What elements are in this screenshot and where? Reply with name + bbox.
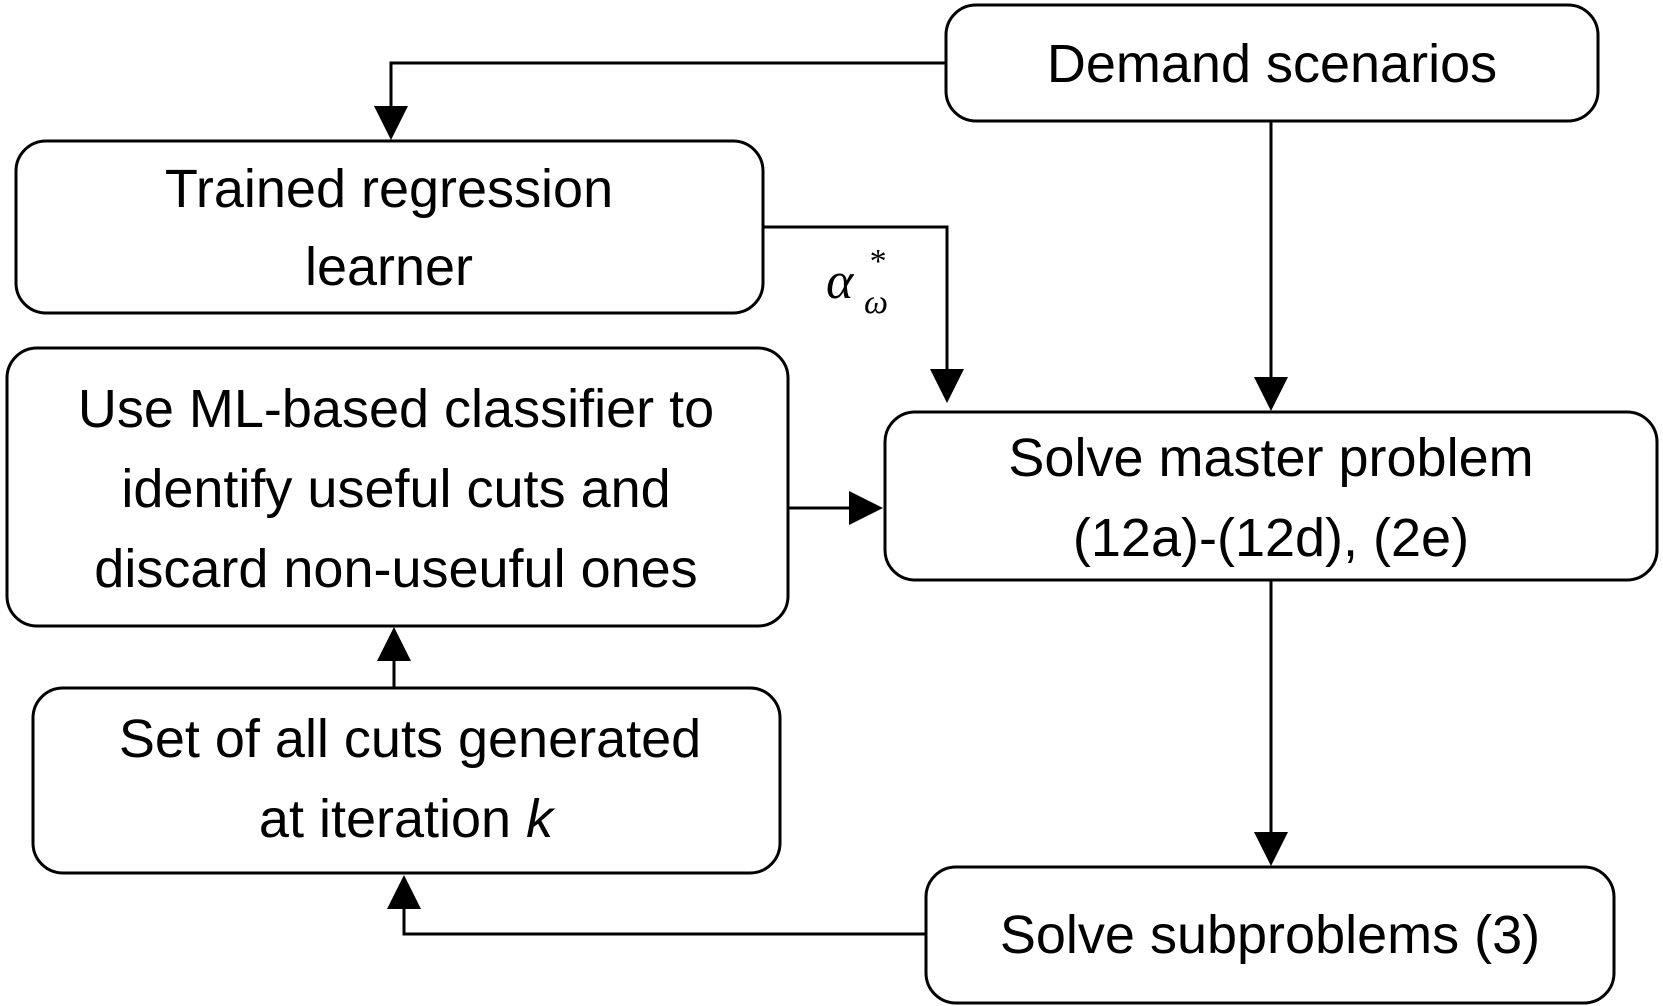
arrowhead-cuts-to-classifier <box>377 627 411 661</box>
node-solve-master-problem: Solve master problem (12a)-(12d), (2e) <box>883 410 1659 582</box>
node-solve-subproblems: Solve subproblems (3) <box>924 865 1616 1005</box>
node-ml-classifier: Use ML-based classifier to identify usef… <box>5 346 790 628</box>
edges <box>374 61 1288 936</box>
node-box <box>5 346 790 628</box>
node-box <box>883 410 1659 582</box>
node-label-line: Solve master problem <box>1008 428 1533 488</box>
edge-subproblems-to-cuts <box>402 908 926 936</box>
omega-subscript: ω <box>864 284 888 321</box>
node-box <box>944 3 1600 123</box>
arrowhead-classifier-to-master <box>849 491 883 525</box>
node-box <box>31 686 782 875</box>
node-label-line: identify useful cuts and <box>121 459 670 519</box>
node-box <box>924 865 1616 1005</box>
iteration-variable: k <box>526 789 556 849</box>
node-label-line: Use ML-based classifier to <box>78 379 714 439</box>
node-label-line: discard non-useuful ones <box>94 539 697 599</box>
arrowhead-regression-to-master <box>930 369 964 403</box>
edge-regression-to-master <box>763 225 949 370</box>
arrowhead-demand-to-regression <box>374 106 408 140</box>
node-label-text: at iteration <box>259 789 526 849</box>
alpha-symbol: α <box>826 253 855 310</box>
arrowhead-master-to-subproblems <box>1254 832 1288 866</box>
node-label-line: Solve subproblems (3) <box>1000 905 1540 965</box>
edge-label-alpha-omega-star: α ω * <box>826 243 888 321</box>
arrowhead-demand-to-master <box>1254 377 1288 411</box>
node-label-line: Demand scenarios <box>1047 34 1497 94</box>
arrowhead-subproblems-to-cuts <box>387 875 421 909</box>
node-label-line: Set of all cuts generated <box>119 709 701 769</box>
star-superscript: * <box>868 243 885 280</box>
node-set-of-cuts: Set of all cuts generated at iteration k <box>31 686 782 875</box>
node-label-line: (12a)-(12d), (2e) <box>1073 508 1469 568</box>
node-box <box>14 139 765 315</box>
node-label-line: learner <box>305 237 473 297</box>
node-demand-scenarios: Demand scenarios <box>944 3 1600 123</box>
node-label-line: Trained regression <box>165 159 613 219</box>
node-label-line: at iteration k <box>259 789 556 849</box>
node-trained-regression-learner: Trained regression learner <box>14 139 765 315</box>
edge-demand-to-regression <box>389 61 946 107</box>
